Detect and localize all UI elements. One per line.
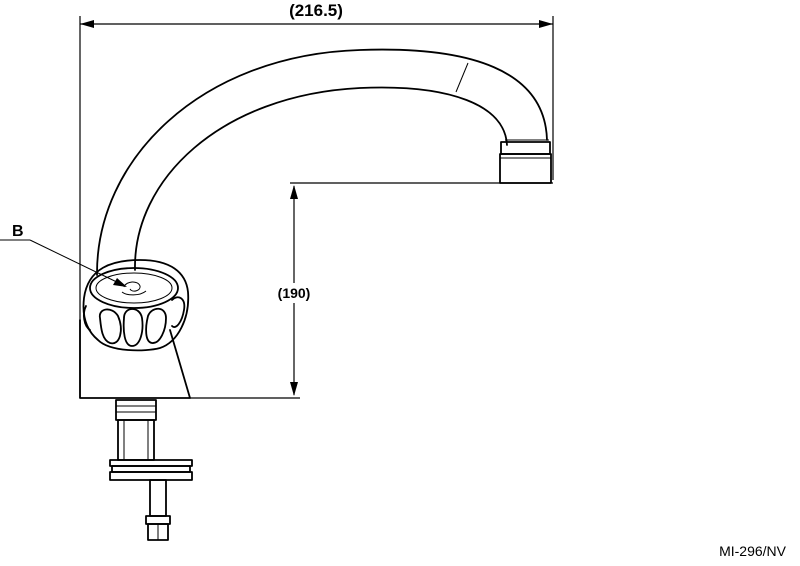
width-dimension: (216.5): [79, 1, 554, 398]
height-dimension: (190): [190, 182, 553, 399]
callout-b-label: B: [12, 223, 24, 240]
mounting-shank: [109, 399, 193, 541]
faucet-body: [79, 319, 191, 399]
handle-knob: [82, 259, 190, 352]
spout: [96, 48, 549, 276]
callout-b: B: [0, 223, 127, 287]
height-dimension-label: (190): [278, 285, 311, 301]
drawing-code: MI-296/NV: [719, 543, 787, 559]
width-dimension-label: (216.5): [289, 1, 343, 20]
aerator-nozzle: [499, 141, 552, 184]
